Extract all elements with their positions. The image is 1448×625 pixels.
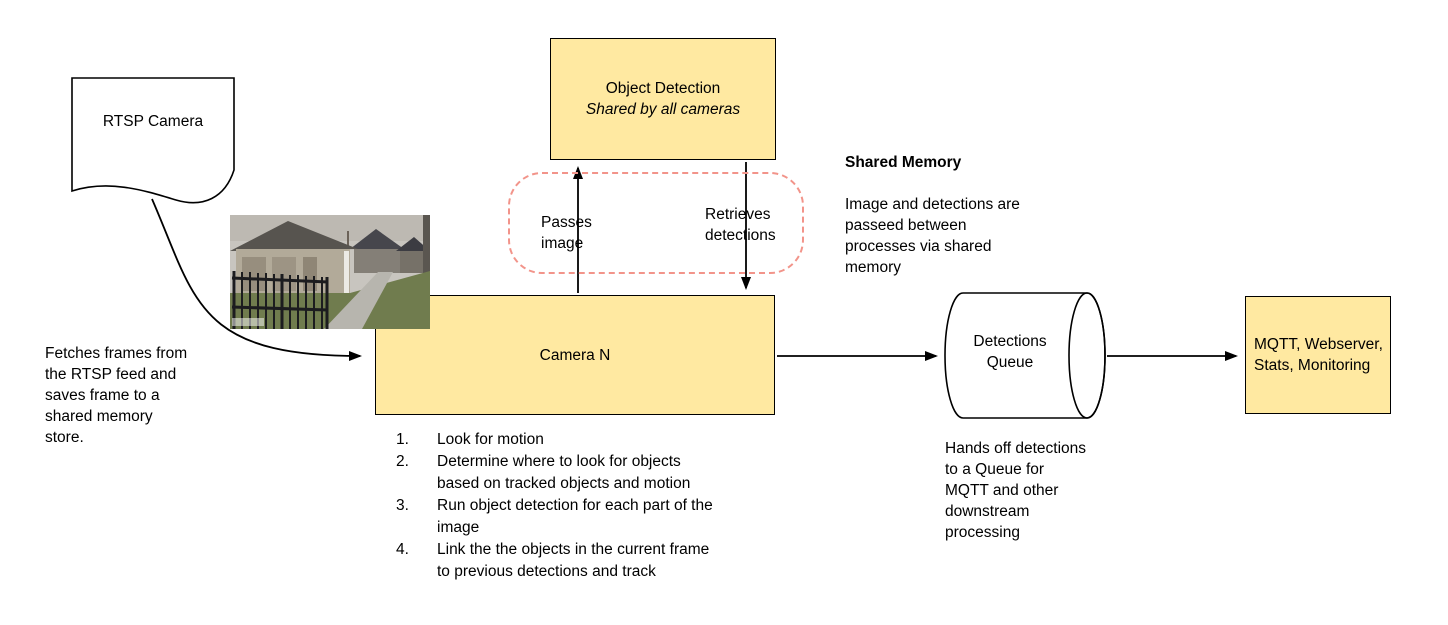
node-camera-n: Camera N <box>375 295 775 415</box>
node-object-detection: Object Detection Shared by all cameras <box>550 38 776 160</box>
camera-step: Look for motion <box>396 429 544 451</box>
shared-memory-note-body: Image and detections are passeed between… <box>845 196 1020 276</box>
shared-memory-frame <box>508 172 804 274</box>
outputs-label: MQTT, Webserver, Stats, Monitoring <box>1254 336 1383 374</box>
fetch-note: Fetches frames from the RTSP feed and sa… <box>45 345 188 446</box>
edge-label-passes-image: Passes image <box>541 214 592 252</box>
camera-steps-list: Look for motion Determine where to look … <box>396 429 796 583</box>
node-outputs: MQTT, Webserver, Stats, Monitoring <box>1245 296 1391 414</box>
shared-memory-note-title: Shared Memory <box>845 154 962 171</box>
edge-label-retrieves-detections: Retrieves detections <box>705 206 776 244</box>
camera-step: Determine where to look for objects base… <box>396 451 691 492</box>
camera-step: Link the the objects in the current fram… <box>396 539 710 580</box>
edge-rtsp-to-camera <box>151 198 362 361</box>
camera-n-label: Camera N <box>539 346 611 364</box>
detections-queue-cap <box>1068 292 1106 419</box>
rtsp-camera-shape <box>71 77 235 204</box>
camera-snapshot-image <box>230 215 430 329</box>
shared-memory-note: Shared Memory Image and detections are p… <box>845 131 1060 299</box>
detections-queue-label: Detections Queue <box>973 333 1047 371</box>
object-detection-title: Object Detection <box>605 80 721 97</box>
queue-note: Hands off detections to a Queue for MQTT… <box>945 440 1087 541</box>
rtsp-camera-label: RTSP Camera <box>102 113 204 130</box>
camera-step: Run object detection for each part of th… <box>396 495 713 536</box>
object-detection-subtitle: Shared by all cameras <box>585 101 741 118</box>
